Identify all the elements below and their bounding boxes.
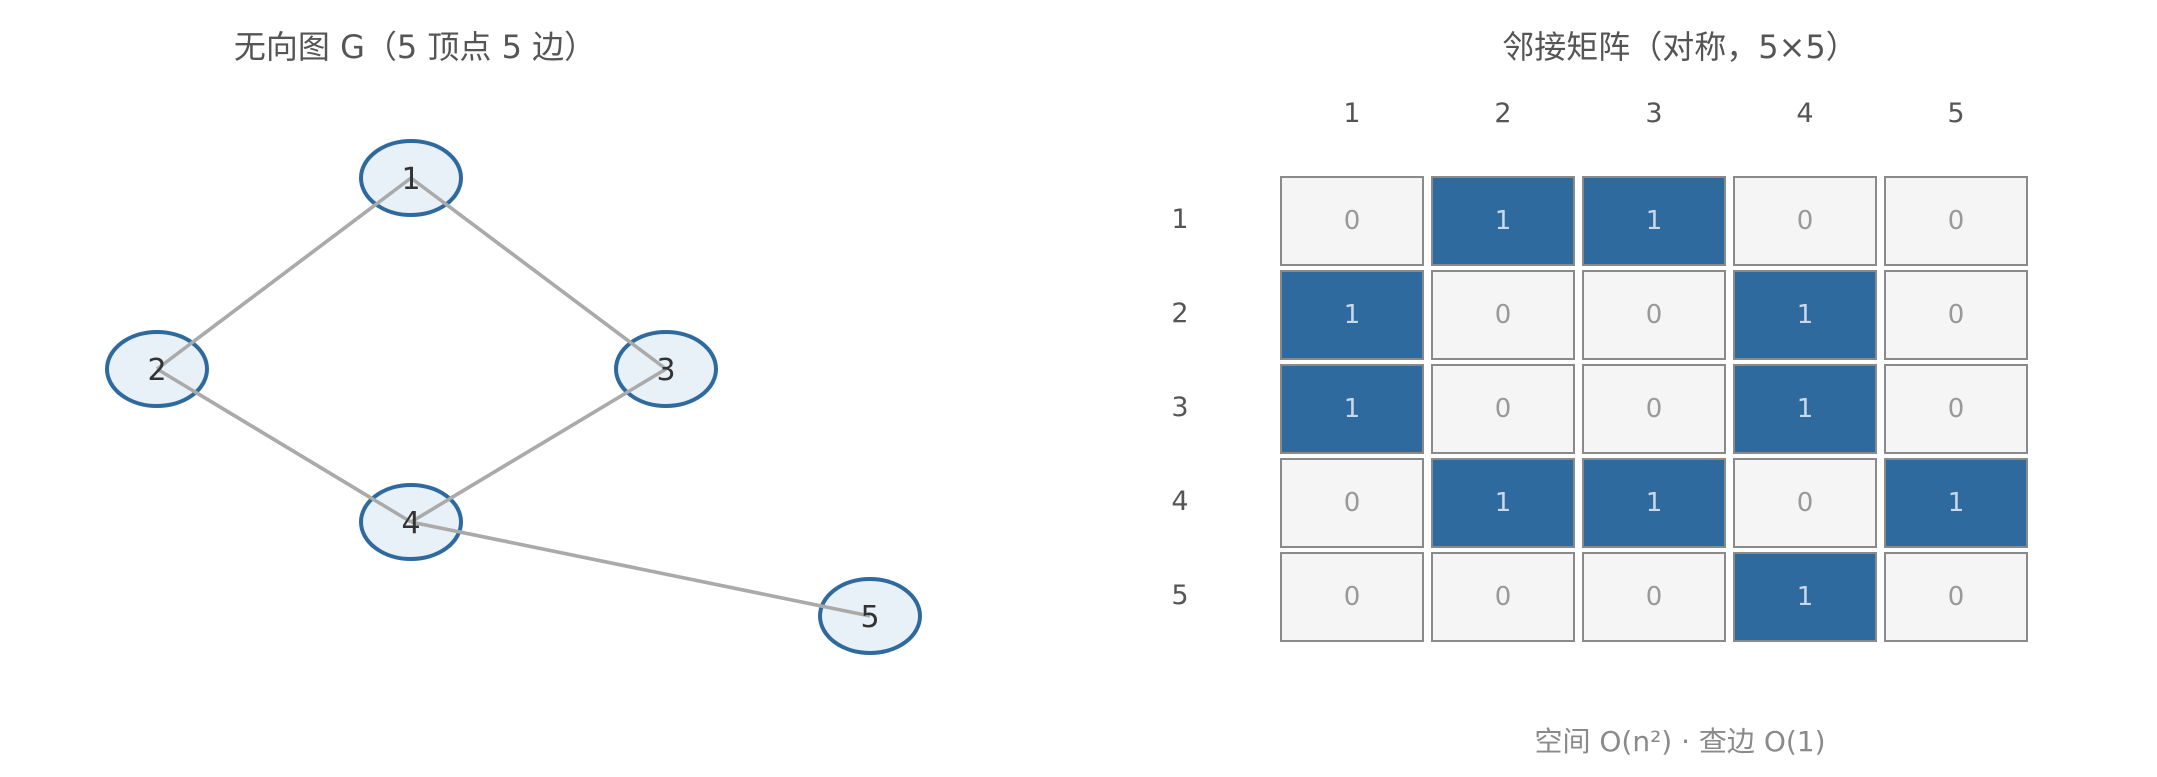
matrix-col-label: 2	[1494, 98, 1512, 129]
node-label-2: 2	[147, 353, 166, 388]
matrix-cell-5-4: 1	[1733, 552, 1877, 642]
matrix-cell-2-2: 0	[1431, 270, 1575, 360]
matrix-cell-2-3: 0	[1582, 270, 1726, 360]
node-label-1: 1	[401, 162, 420, 197]
matrix-cell-1-3: 1	[1582, 176, 1726, 266]
matrix-cell-1-2: 1	[1431, 176, 1575, 266]
matrix-col-label: 4	[1796, 98, 1814, 129]
graph-nodes: 1 2 3 4 5	[105, 139, 922, 655]
matrix-cell-4-5: 1	[1884, 458, 2028, 548]
matrix-title: 邻接矩阵（对称，5×5）	[1502, 28, 1858, 66]
matrix-cell-3-2: 0	[1431, 364, 1575, 454]
matrix-row-label: 3	[1171, 392, 1189, 423]
matrix-col-label: 1	[1343, 98, 1361, 129]
matrix-row-label: 2	[1171, 298, 1189, 329]
complexity-caption: 空间 O(n²) · 查边 O(1)	[1534, 725, 1826, 758]
matrix-cell-5-5: 0	[1884, 552, 2028, 642]
matrix-cell-1-4: 0	[1733, 176, 1877, 266]
graph-title: 无向图 G（5 顶点 5 边）	[233, 28, 597, 66]
matrix-cell-2-5: 0	[1884, 270, 2028, 360]
matrix-cell-4-4: 0	[1733, 458, 1877, 548]
matrix-cell-4-2: 1	[1431, 458, 1575, 548]
matrix-cell-4-1: 0	[1280, 458, 1424, 548]
matrix-cell-3-5: 0	[1884, 364, 2028, 454]
matrix-cell-5-3: 0	[1582, 552, 1726, 642]
edge-overlay-3-4	[410, 367, 667, 524]
matrix-row-label: 1	[1171, 204, 1189, 235]
matrix-col-label: 5	[1947, 98, 1965, 129]
matrix-cell-2-1: 1	[1280, 270, 1424, 360]
matrix-cell-5-2: 0	[1431, 552, 1575, 642]
matrix-cell-5-1: 0	[1280, 552, 1424, 642]
graph-edges	[155, 176, 871, 618]
edge-overlay-4-5	[410, 520, 871, 618]
graph-diagram: 1 2 3 4 5	[105, 139, 922, 655]
node-label-3: 3	[656, 353, 675, 388]
edge-overlay-1-3	[409, 176, 668, 371]
matrix-cell-4-3: 1	[1582, 458, 1726, 548]
edge-overlay-2-4	[156, 367, 412, 524]
matrix-cell-1-1: 0	[1280, 176, 1424, 266]
matrix-row-label: 5	[1171, 580, 1189, 611]
edge-overlay-1-2	[155, 176, 413, 371]
matrix-col-label: 3	[1645, 98, 1663, 129]
node-label-4: 4	[401, 506, 420, 541]
matrix-cell-3-4: 1	[1733, 364, 1877, 454]
matrix-cell-2-4: 1	[1733, 270, 1877, 360]
matrix-cell-1-5: 0	[1884, 176, 2028, 266]
matrix-row-label: 4	[1171, 486, 1189, 517]
matrix-cell-3-1: 1	[1280, 364, 1424, 454]
node-label-5: 5	[860, 600, 879, 635]
matrix-cell-3-3: 0	[1582, 364, 1726, 454]
